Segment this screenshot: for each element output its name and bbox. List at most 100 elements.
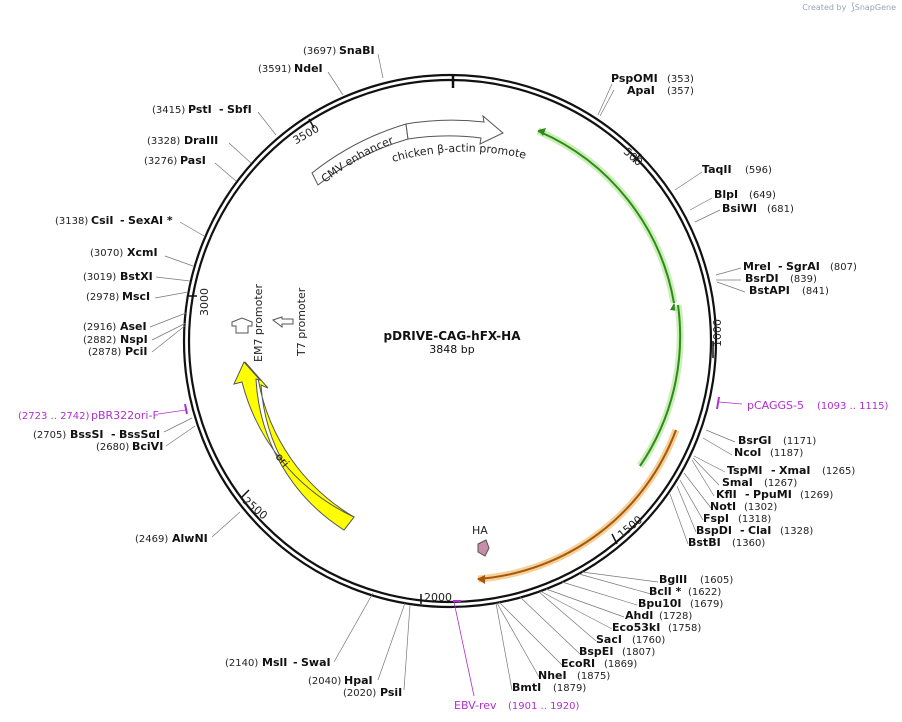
enzyme-sgrai: SgrAI	[786, 260, 820, 273]
enzyme-nspi-pos: (2882)	[83, 335, 116, 346]
enzyme-bstxi: BstXI	[120, 270, 153, 283]
enzyme-nhei: NheI	[538, 669, 567, 682]
enzyme-msli: MslI	[262, 656, 287, 669]
enzyme-bglii-pos: (1605)	[700, 575, 733, 586]
enzyme-tspmi: TspMI	[727, 464, 763, 477]
enzyme-pcii: PciI	[125, 345, 147, 358]
enzyme-alwni-pos: (2469)	[135, 534, 168, 545]
enzyme-snabi: SnaBI	[339, 44, 375, 57]
enzyme-pspomi-pos: (353)	[667, 74, 694, 85]
position-ticks: 500 1000 1500 2000 2500 3000 3500	[187, 118, 724, 604]
enzyme-apai-pos: (357)	[667, 86, 694, 97]
enzyme-swai-sep: -	[293, 656, 298, 669]
enzyme-labels: (3697) SnaBI (3591) NdeI (3415) PstI - S…	[33, 44, 857, 699]
enzyme-blpi-pos: (649)	[749, 190, 776, 201]
enzyme-psii-pos: (2020)	[343, 688, 376, 699]
primer-ebv-pos: (1901 .. 1920)	[508, 701, 580, 712]
enzyme-pspomi: PspOMI	[611, 72, 658, 85]
enzyme-bstbi-pos: (1360)	[732, 538, 765, 549]
enzyme-bstbi: BstBI	[688, 536, 721, 549]
enzyme-ppumi: PpuMI	[753, 488, 792, 501]
enzyme-sgrai-sep: -	[778, 260, 783, 273]
enzyme-fspi-pos: (1318)	[738, 514, 771, 525]
enzyme-kfli: KflI	[716, 488, 737, 501]
tick-mark-3500	[308, 118, 315, 129]
tick-mark-2500	[241, 489, 250, 498]
enzyme-clai: ClaI	[748, 524, 771, 537]
t7-arrow-icon	[271, 316, 294, 329]
enzyme-ncoi-pos: (1187)	[770, 448, 803, 459]
enzyme-xmai-sep: -	[771, 464, 776, 477]
enzyme-alwni: AlwNI	[172, 532, 208, 545]
enzyme-ecori: EcoRI	[561, 657, 595, 670]
enzyme-bsrdi: BsrDI	[745, 272, 779, 285]
enzyme-ppumi-sep: -	[745, 488, 750, 501]
enzyme-hpai: HpaI	[344, 674, 373, 687]
tick-label-3000: 3000	[198, 288, 211, 316]
enzyme-mrei-pos: (807)	[830, 262, 857, 273]
enzyme-clai-sep: -	[740, 524, 745, 537]
enzyme-asei: AseI	[120, 320, 147, 333]
enzyme-bmti: BmtI	[512, 681, 541, 694]
enzyme-bspei-pos: (1807)	[622, 647, 655, 658]
em7-promoter-label: EM7 promoter	[252, 284, 265, 362]
enzyme-bspdi-pos: (1328)	[780, 526, 813, 537]
snapgene-logo-icon: ⟆	[850, 2, 855, 13]
enzyme-pasi-pos: (3276)	[144, 156, 177, 167]
brand-name: SnapGene	[854, 3, 896, 12]
enzyme-smai-pos: (1267)	[764, 478, 797, 489]
enzyme-bsrgi: BsrGI	[738, 434, 771, 447]
enzyme-ncoi: NcoI	[734, 446, 761, 459]
enzyme-sexai: SexAI *	[128, 214, 173, 227]
enzyme-sbfi-sep: -	[219, 103, 224, 116]
enzyme-ecori-pos: (1869)	[604, 659, 637, 670]
enzyme-swai: SwaI	[301, 656, 331, 669]
enzyme-csii: CsiI	[91, 214, 113, 227]
primer-ebv-name: EBV-rev	[454, 699, 497, 712]
t7-promoter-label: T7 promoter	[295, 287, 308, 357]
ha-tag-icon	[477, 539, 490, 557]
enzyme-apai: ApaI	[627, 84, 655, 97]
primers: pCAGGS-5 (1093 .. 1115) (2723 .. 2742) p…	[18, 396, 889, 712]
em7-t7-promoters: EM7 promoter T7 promoter	[231, 284, 308, 362]
enzyme-bssaai-sep: -	[111, 428, 116, 441]
enzyme-ahdi-pos: (1728)	[659, 611, 692, 622]
primer-pbr322-name: pBR322ori-F	[91, 409, 159, 422]
enzyme-bsiwi-pos: (681)	[767, 204, 794, 215]
enzyme-bglii: BglII	[659, 573, 687, 586]
primer-pbr322-pos: (2723 .. 2742)	[18, 411, 90, 422]
enzyme-fspi: FspI	[703, 512, 729, 525]
enzyme-psti-pos: (3415)	[152, 105, 185, 116]
enzyme-draiii: DraIII	[184, 134, 218, 147]
enzyme-bsrgi-pos: (1171)	[783, 436, 816, 447]
enzyme-eco53ki: Eco53kI	[612, 621, 660, 634]
enzyme-ndei: NdeI	[294, 62, 323, 75]
ha-tag: HA	[472, 524, 490, 557]
tick-label-1000: 1000	[711, 319, 724, 347]
tick-mark-500	[632, 153, 642, 163]
enzyme-bstxi-pos: (3019)	[83, 272, 116, 283]
enzyme-xcmi: XcmI	[127, 246, 158, 259]
enzyme-taqii: TaqII	[702, 163, 732, 176]
orange-arrowhead	[477, 575, 485, 584]
enzyme-csii-pos: (3138)	[55, 216, 88, 227]
tick-label-2000: 2000	[424, 591, 452, 604]
primer-pcaggs5-name: pCAGGS-5	[747, 399, 804, 412]
enzyme-blpi: BlpI	[714, 188, 738, 201]
enzyme-bspdi: BspDI	[696, 524, 732, 537]
enzyme-psti: PstI	[188, 103, 212, 116]
enzyme-bsiwi: BsiWI	[722, 202, 757, 215]
enzyme-bpu10i: Bpu10I	[638, 597, 682, 610]
primer-pbr322-mark	[184, 403, 188, 415]
enzyme-bcli: BclI *	[649, 585, 682, 598]
enzyme-kfli-pos: (1269)	[800, 490, 833, 501]
enzyme-smai: SmaI	[722, 476, 753, 489]
enzyme-bsrdi-pos: (839)	[790, 274, 817, 285]
enzyme-bsssi: BssSI	[70, 428, 104, 441]
enzyme-saci: SacI	[596, 633, 622, 646]
enzyme-psii: PsiI	[380, 686, 402, 699]
enzyme-saci-pos: (1760)	[632, 635, 665, 646]
enzyme-ahdi: AhdI	[625, 609, 653, 622]
enzyme-msci: MscI	[122, 290, 150, 303]
